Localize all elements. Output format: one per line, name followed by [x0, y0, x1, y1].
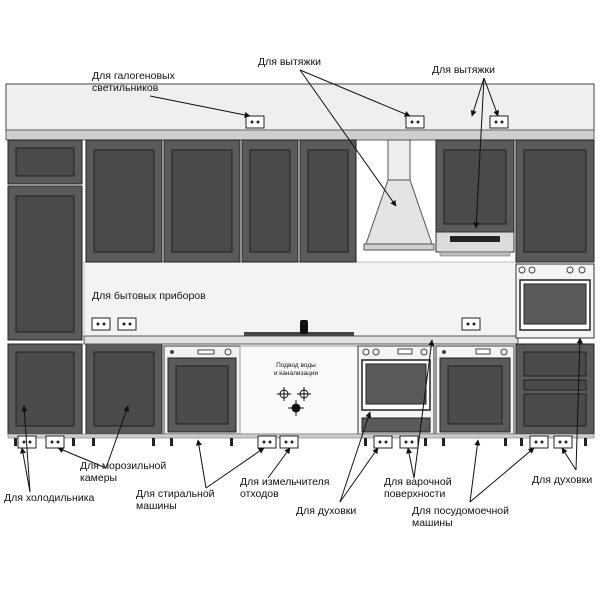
fridge-column [7, 185, 163, 435]
label-cooktop: Для варочной поверхности [384, 476, 452, 500]
socket-oven [373, 435, 393, 449]
ceiling-shadow [5, 129, 595, 141]
label-dishwasher: Для посудомоечной машины [412, 505, 510, 529]
label-oven-right: Для духовки [532, 474, 593, 486]
cooktop [244, 332, 354, 336]
countertop [83, 335, 519, 345]
label-water-supply: Подвод воды и канализации [273, 362, 319, 377]
socket-appliance-2 [117, 317, 137, 331]
label-oven-center: Для духовки [296, 505, 357, 517]
socket-freezer [45, 435, 65, 449]
plinth [7, 433, 595, 439]
socket-dishwasher [529, 435, 549, 449]
socket-halogen [245, 115, 265, 129]
label-fridge: Для холодильника [4, 492, 95, 504]
socket-cooktop [399, 435, 419, 449]
socket-wall-right [461, 317, 481, 331]
faucet [300, 320, 308, 334]
socket-appliance-1 [91, 317, 111, 331]
cabinet-legs [14, 438, 587, 446]
built-in-hood [435, 231, 515, 257]
water-supply-symbols [277, 387, 311, 416]
chimney-hood [363, 139, 435, 251]
socket-hood-right [489, 115, 509, 129]
socket-shredder-2 [279, 435, 299, 449]
socket-shredder-1 [257, 435, 277, 449]
upper-cabinets [7, 139, 595, 263]
label-washer: Для стиральной машины [136, 488, 215, 512]
label-appliances: Для бытовых приборов [92, 290, 206, 302]
label-halogen: Для галогеновых светильников [92, 70, 175, 94]
label-freezer: Для морозильной камеры [80, 460, 167, 484]
label-shredder: Для измельчителя отходов [240, 476, 330, 500]
socket-hood-center [405, 115, 425, 129]
sockets [17, 115, 573, 449]
label-hood-right: Для вытяжки [432, 64, 495, 76]
label-hood-center: Для вытяжки [258, 56, 321, 68]
leader-lines [20, 69, 583, 503]
socket-oven-right [553, 435, 573, 449]
